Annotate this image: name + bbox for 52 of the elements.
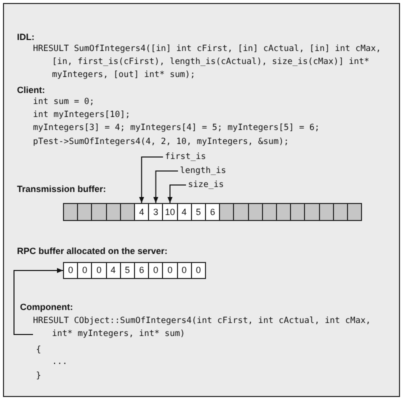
buffer-cell [276, 203, 292, 221]
code-line: } [36, 370, 42, 382]
leader-arrow [153, 170, 178, 204]
buffer-cell: 4 [176, 203, 192, 221]
buffer-cell [91, 203, 107, 221]
section-heading: IDL: [17, 32, 34, 42]
code-line: pTest->SumOfIntegers4(4, 2, 10, myIntegers, &sum); [33, 136, 289, 148]
code-line: int myIntegers[10]; [33, 108, 130, 122]
buffer-cell [120, 203, 135, 221]
code-line: { [36, 344, 42, 356]
buffer-cell: 6 [134, 262, 150, 279]
buffer-cell: 5 [190, 203, 206, 221]
buffer-cell [248, 203, 263, 221]
attribute-label: size_is [186, 179, 224, 191]
buffer-cell: 10 [162, 203, 178, 221]
buffer-cell: 0 [63, 262, 78, 279]
buffer-cell [332, 203, 348, 221]
buffer-cell: 5 [120, 262, 135, 279]
attribute-label: length_is [178, 165, 226, 177]
attribute-label: first_is [163, 151, 206, 163]
buffer-cell [318, 203, 334, 221]
section-heading: Transmission buffer: [17, 184, 106, 194]
buffer-cell [63, 203, 78, 221]
buffer-cell: 6 [205, 203, 220, 221]
buffer-cell [347, 203, 362, 221]
buffer-cell: 0 [176, 262, 192, 279]
buffer-cell [290, 203, 306, 221]
section-heading: Component: [20, 302, 73, 312]
buffer-cell: 0 [77, 262, 92, 279]
buffer-cell: 0 [148, 262, 164, 279]
buffer-cell [219, 203, 234, 221]
buffer-cell [304, 203, 320, 221]
buffer-cell [262, 203, 277, 221]
buffer-cell: 4 [106, 262, 121, 279]
leader-arrow [139, 156, 164, 204]
code-line: myIntegers[3] = 4; myIntegers[4] = 5; myIntegers[5] = 6; [33, 122, 320, 134]
buffer-cell: 0 [91, 262, 107, 279]
section-heading: Client: [17, 84, 45, 96]
code-text: HRESULT SumOfIntegers4([in] int cFirst, [in] cActual, [in] int cMax, [in, first_is(cFirst), length_is(cActual), size_is(cMax)] int* myIntegers, [out] int* sum); [33, 42, 382, 82]
buffer-cell: 4 [134, 203, 150, 221]
leader-arrow [167, 184, 186, 204]
buffer-cell [233, 203, 249, 221]
code-line: int sum = 0; [33, 96, 94, 108]
buffer-cell: 3 [148, 203, 164, 221]
code-text: HRESULT CObject::SumOfIntegers4(int cFirst, int cActual, int cMax, int* myIntegers, int* sum) [33, 314, 388, 340]
buffer-cell: 0 [162, 262, 178, 279]
buffer-cell: 0 [190, 262, 206, 279]
code-line: ... [52, 356, 68, 368]
section-heading: RPC buffer allocated on the server: [17, 246, 168, 256]
buffer-cell [106, 203, 121, 221]
buffer-cell [77, 203, 92, 221]
arrow [14, 268, 64, 335]
